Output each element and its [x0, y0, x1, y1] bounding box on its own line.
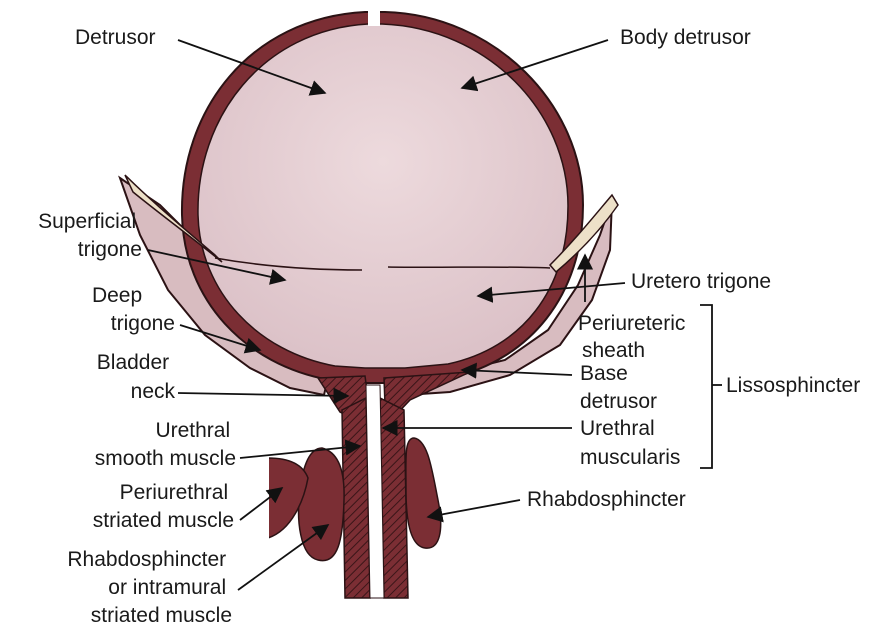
labels: Detrusor Body detrusor Superficial trigo…: [38, 26, 860, 627]
label-rhabdo-intramural-line1: Rhabdosphincter: [67, 548, 226, 571]
label-superficial-trigone-line2: trigone: [78, 238, 142, 261]
label-rhabdo-intramural-line3: striated muscle: [91, 604, 232, 627]
label-periurethral-line2: striated muscle: [93, 509, 234, 532]
label-urethral-smooth-line1: Urethral: [155, 419, 230, 442]
label-urethral-smooth-muscle: Urethral smooth muscle: [95, 419, 236, 470]
label-urethral-muscularis-line2: muscularis: [580, 446, 680, 469]
label-deep-trigone: Deep trigone: [92, 284, 175, 335]
arrow-urethral-smooth-muscle: [239, 439, 362, 459]
label-periurethral-line1: Periurethral: [120, 481, 229, 504]
label-rhabdosphincter-intramural: Rhabdosphincter or intramural striated m…: [67, 548, 232, 627]
label-lissosphincter: Lissosphincter: [726, 374, 860, 397]
interureteric-ridge-left: [214, 257, 363, 271]
right-ureter: [548, 193, 619, 274]
arrow-uretero-trigone: [476, 282, 626, 303]
label-urethral-smooth-line2: smooth muscle: [95, 447, 236, 470]
label-periureteric-line1: Periureteric: [578, 312, 685, 335]
label-deep-trigone-line1: Deep: [92, 284, 142, 307]
arrow-rhabdosphincter-intramural: [237, 524, 330, 591]
label-base-detrusor-line2: detrusor: [580, 390, 657, 413]
label-superficial-trigone: Superficial trigone: [38, 210, 142, 261]
label-rhabdo-intramural-line2: or intramural: [108, 576, 226, 599]
arrow-superficial-trigone: [147, 249, 287, 285]
urethra-left-wall: [341, 396, 371, 599]
periurethral-muscle: [267, 457, 309, 540]
label-urethral-muscularis-line1: Urethral: [580, 417, 655, 440]
label-superficial-trigone-line1: Superficial: [38, 210, 136, 233]
label-rhabdosphincter-right: Rhabdosphincter: [527, 488, 686, 511]
label-body-detrusor: Body detrusor: [620, 26, 751, 49]
label-bladder-neck: Bladder neck: [97, 351, 176, 403]
arrow-detrusor: [177, 39, 327, 96]
label-periureteric-line2: sheath: [582, 339, 645, 362]
urethral-lumen: [365, 384, 385, 599]
rhabdosphincter-right-blob: [405, 437, 442, 549]
arrow-periurethral-striated: [239, 487, 284, 521]
label-deep-trigone-line2: trigone: [111, 312, 175, 335]
label-periurethral-striated: Periurethral striated muscle: [93, 481, 234, 532]
label-bladder-neck-line2: neck: [131, 380, 176, 403]
interureteric-ridge-right: [387, 266, 551, 269]
wall-gap: [368, 4, 380, 26]
left-ureter: [124, 174, 223, 263]
label-detrusor: Detrusor: [75, 26, 156, 49]
leader-lines: [147, 39, 722, 591]
label-base-detrusor-line1: Base: [580, 362, 628, 385]
arrow-deep-trigone: [179, 324, 262, 354]
rhabdosphincter-left-blob: [297, 447, 345, 562]
label-periureteric-sheath: Periureteric sheath: [578, 312, 691, 362]
label-urethral-muscularis: Urethral muscularis: [580, 417, 680, 469]
label-bladder-neck-line1: Bladder: [97, 351, 169, 374]
arrow-bladder-neck: [177, 387, 350, 404]
arrow-rhabdosphincter-right: [426, 499, 521, 523]
label-base-detrusor: Base detrusor: [580, 362, 657, 413]
arrow-base-detrusor: [460, 362, 573, 379]
label-uretero-trigone: Uretero trigone: [631, 270, 771, 293]
lissosphincter-bracket: [700, 304, 713, 469]
bladder-lumen: [197, 23, 569, 369]
arrow-body-detrusor: [460, 39, 609, 92]
